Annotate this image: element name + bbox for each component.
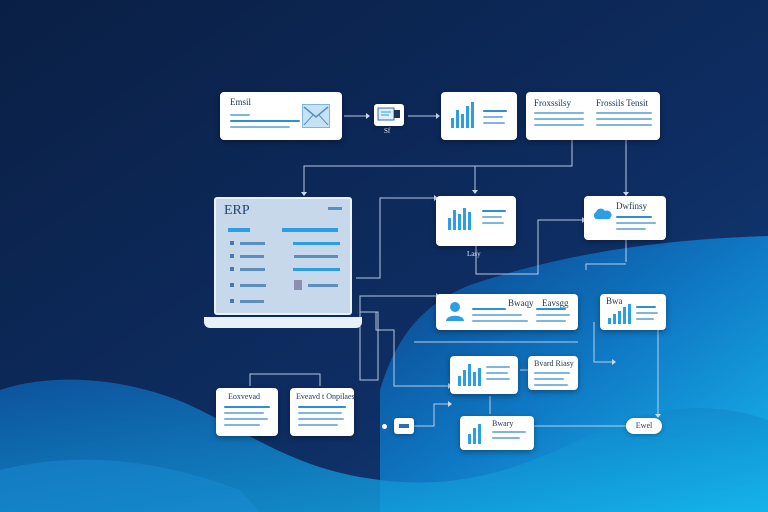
profile-card-left-lines: [472, 308, 528, 322]
mid-chart-card[interactable]: [436, 196, 516, 246]
dual-card-left-lines: [534, 112, 584, 126]
bottom-left-lines: [224, 406, 270, 426]
dual-card-left-title: Froxssilsy: [534, 98, 572, 108]
right-chart-title: Bwa: [606, 296, 623, 306]
center-chart-lines: [486, 366, 510, 380]
envelope-icon: [302, 104, 330, 128]
mid-chart-caption: Lasy: [467, 250, 481, 258]
right-chart-card[interactable]: Bwa: [600, 294, 666, 330]
profile-card-right-title: Eavsgg: [542, 298, 569, 308]
laptop-base: [204, 317, 362, 328]
cloud-card[interactable]: Dwfinsy: [584, 196, 666, 240]
erp-title: ERP: [224, 203, 250, 218]
bar-chart-icon: [468, 424, 481, 444]
erp-laptop[interactable]: ERP: [214, 197, 352, 315]
erp-menu-dots: [328, 207, 342, 210]
center-chart-card[interactable]: [450, 356, 518, 394]
bottom-center-card[interactable]: Bwary: [460, 416, 534, 450]
bottom-mid-title: Eveavd t Onpilaes: [296, 392, 354, 401]
dual-card[interactable]: Froxssilsy Frossils Tensit: [526, 92, 660, 140]
end-pill[interactable]: Ewel: [626, 418, 662, 434]
profile-card[interactable]: Bwaqy Eavsgg: [436, 294, 578, 330]
erp-rows: [230, 241, 340, 303]
chart-card-top[interactable]: [441, 92, 517, 140]
email-card[interactable]: Emsil: [220, 92, 342, 140]
erp-search-bar: [228, 228, 250, 232]
bar-chart-icon: [451, 102, 474, 128]
note-card-lines: [534, 372, 570, 386]
dual-card-right-title: Frossils Tensit: [596, 98, 648, 108]
cloud-card-title: Dwfinsy: [616, 201, 647, 211]
scanner-node[interactable]: [374, 104, 404, 126]
bottom-mid-card[interactable]: Eveavd t Onpilaes: [290, 388, 354, 436]
profile-card-left-title: Bwaqy: [508, 298, 534, 308]
email-card-lines: [230, 114, 300, 128]
cloud-icon: [593, 208, 612, 219]
mid-chart-lines: [482, 210, 506, 224]
bar-chart-icon: [458, 364, 481, 386]
erp-search-bar-right: [282, 228, 338, 232]
dual-card-right-lines: [596, 112, 652, 126]
bottom-center-lines: [492, 431, 526, 439]
note-card-title: Bvard Riasy: [534, 359, 574, 368]
bottom-center-title: Bwary: [492, 419, 514, 428]
bottom-left-title: Eoxvevad: [228, 392, 260, 401]
email-card-title: Emsil: [230, 97, 252, 107]
document-icon: [377, 107, 400, 121]
note-card[interactable]: Bvard Riasy: [528, 356, 578, 390]
chart-card-top-lines: [483, 110, 507, 124]
cloud-card-lines: [616, 216, 656, 230]
user-icon: [446, 302, 464, 321]
connector-node[interactable]: [394, 418, 414, 434]
start-dot: [382, 424, 387, 429]
bar-chart-icon: [448, 206, 471, 230]
bottom-mid-lines: [298, 406, 346, 426]
scanner-label: Sf: [384, 127, 391, 135]
right-chart-lines: [636, 306, 658, 320]
bar-chart-icon: [608, 304, 631, 324]
bottom-left-card[interactable]: Eoxvevad: [216, 388, 278, 436]
profile-card-right-lines: [536, 308, 570, 322]
